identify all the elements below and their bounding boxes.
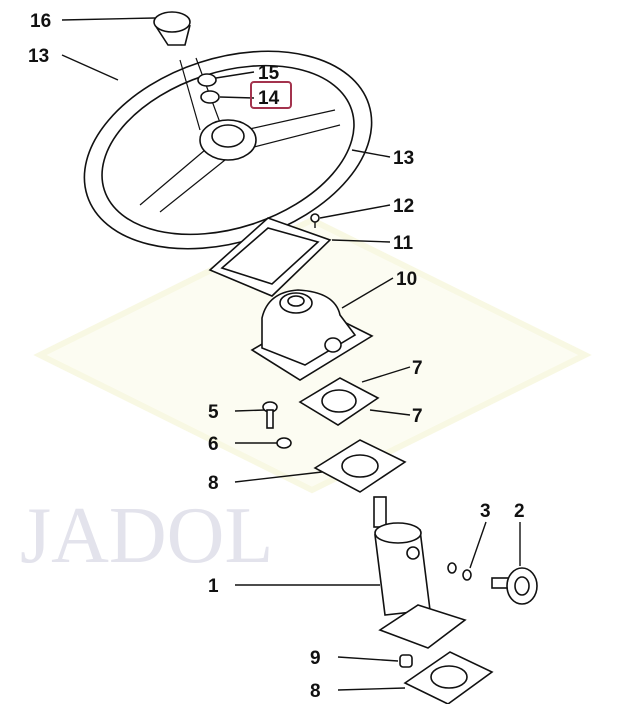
washer-6 bbox=[276, 437, 292, 449]
steering-column-1 bbox=[373, 496, 467, 649]
callout-8: 8 bbox=[208, 473, 219, 494]
callout-1: 1 bbox=[208, 576, 219, 597]
callout-13: 13 bbox=[28, 46, 49, 67]
gasket-7 bbox=[298, 377, 380, 426]
pin-3 bbox=[447, 562, 472, 581]
callout-8: 8 bbox=[310, 681, 321, 702]
leader-lines bbox=[61, 17, 521, 691]
highlight-box bbox=[250, 81, 292, 109]
housing-10 bbox=[250, 289, 374, 381]
callout-15: 15 bbox=[258, 63, 280, 84]
plate-8 bbox=[313, 439, 407, 493]
callout-14[interactable]: 14 bbox=[258, 88, 280, 109]
callout-13: 13 bbox=[393, 148, 414, 169]
callout-16: 16 bbox=[30, 11, 51, 32]
callout-2: 2 bbox=[514, 501, 525, 522]
callout-9: 9 bbox=[310, 648, 321, 669]
plate-8-bottom bbox=[403, 651, 494, 704]
watermark-text: JADOL bbox=[20, 492, 273, 580]
callout-12: 12 bbox=[393, 196, 414, 217]
screw-12 bbox=[310, 213, 320, 228]
callout-10: 10 bbox=[396, 269, 417, 290]
callout-11: 11 bbox=[393, 233, 414, 254]
gasket-11 bbox=[208, 217, 332, 297]
callout-7: 7 bbox=[412, 358, 423, 379]
callout-3: 3 bbox=[480, 501, 491, 522]
callout-6: 6 bbox=[208, 434, 219, 455]
callout-5: 5 bbox=[208, 402, 219, 423]
callout-7: 7 bbox=[412, 406, 423, 427]
bushing-9 bbox=[399, 654, 413, 668]
gear-2 bbox=[491, 567, 538, 605]
bolt-5 bbox=[262, 401, 278, 429]
knob bbox=[153, 11, 191, 46]
